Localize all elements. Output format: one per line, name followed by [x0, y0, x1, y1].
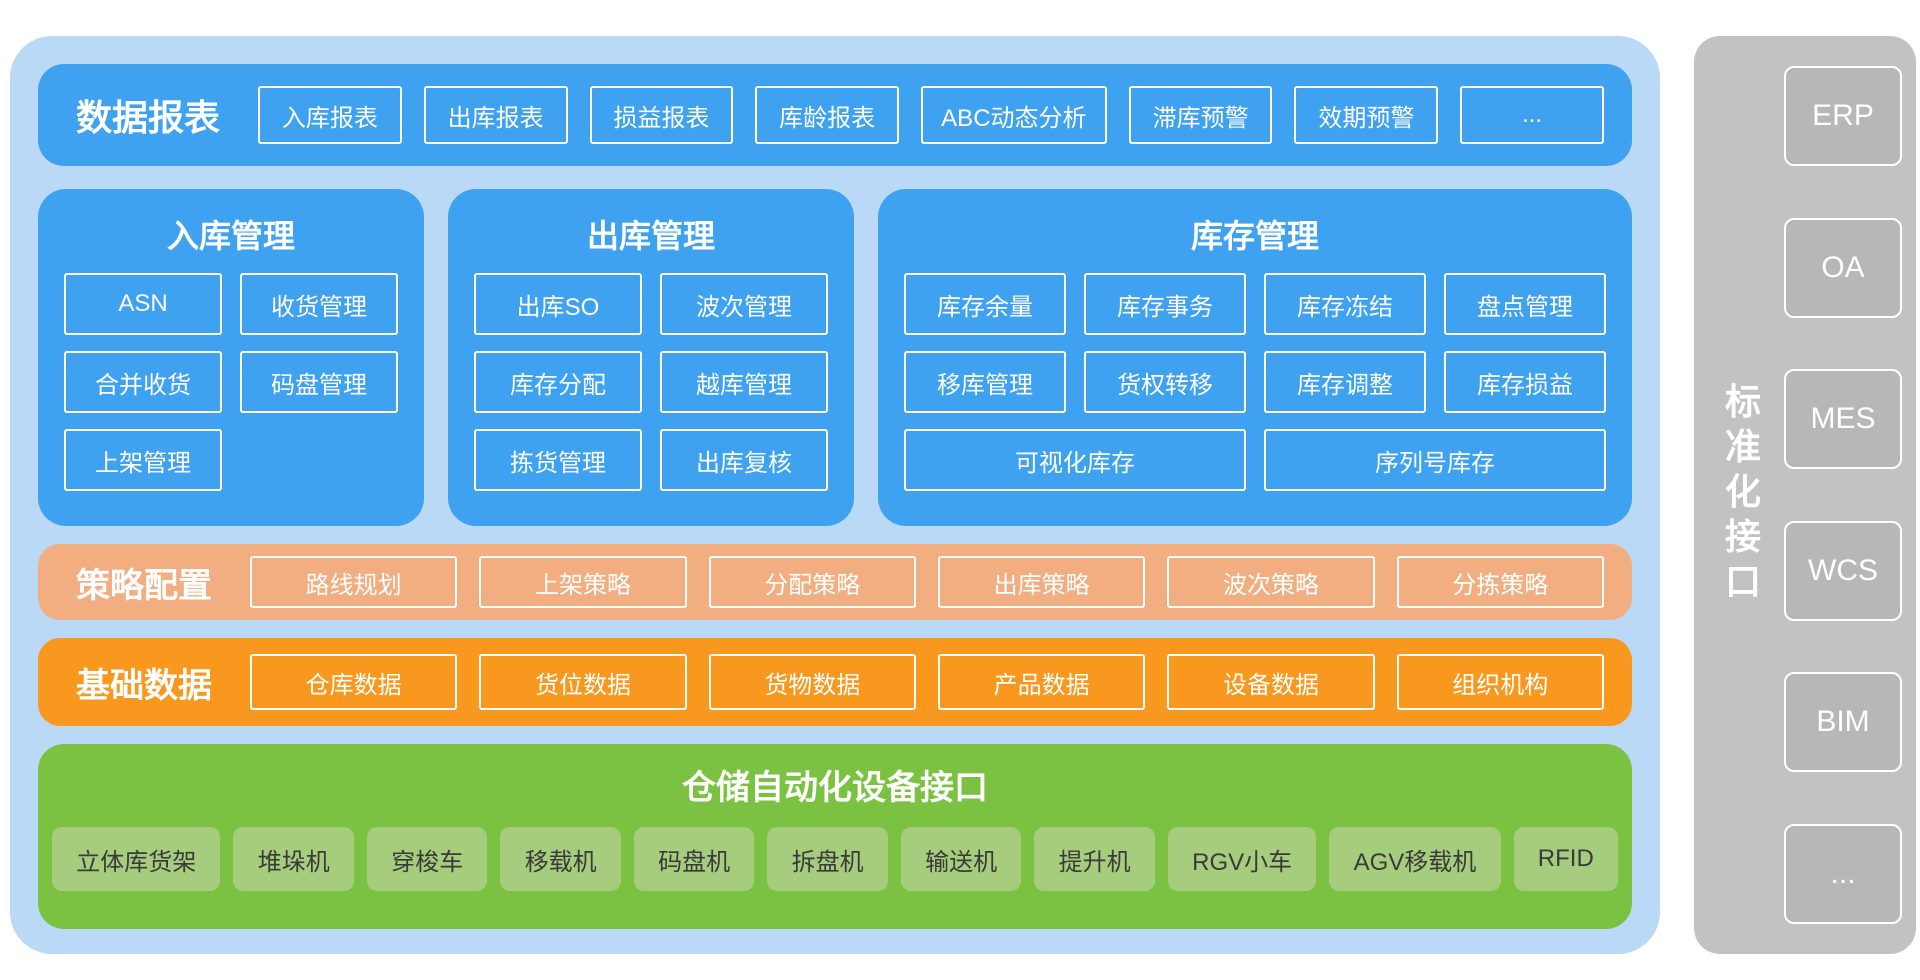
device-item-rgv[interactable]: RGV小车	[1167, 827, 1317, 891]
report-item-abc-analysis[interactable]: ABC动态分析	[921, 86, 1107, 144]
interface-item-mes[interactable]: MES	[1784, 369, 1902, 470]
data-report-bar: 数据报表 入库报表 出库报表 损益报表 库龄报表 ABC动态分析 滞库预警 效期…	[38, 64, 1632, 166]
outbound-item-wave[interactable]: 波次管理	[660, 273, 828, 335]
device-item-shuttle[interactable]: 穿梭车	[366, 827, 488, 891]
strategy-item-wave[interactable]: 波次策略	[1167, 556, 1375, 608]
inventory-item-serial-inventory[interactable]: 序列号库存	[1264, 429, 1606, 491]
device-item-stacker[interactable]: 堆垛机	[233, 827, 354, 891]
report-item-more[interactable]: ...	[1460, 86, 1604, 144]
report-item-stock-age[interactable]: 库龄报表	[755, 86, 900, 144]
strategy-item-outbound[interactable]: 出库策略	[937, 556, 1146, 608]
interface-item-oa[interactable]: OA	[1784, 217, 1902, 318]
base-item-equipment[interactable]: 设备数据	[1167, 654, 1375, 710]
device-item-rfid[interactable]: RFID	[1513, 827, 1619, 891]
inventory-item-relocation[interactable]: 移库管理	[904, 351, 1066, 413]
base-item-warehouse[interactable]: 仓库数据	[250, 654, 458, 710]
outbound-management-panel: 出库管理 出库SO 波次管理 库存分配 越库管理 拣货管理 出库复核	[448, 189, 854, 526]
inbound-item-palletizing[interactable]: 码盘管理	[240, 351, 398, 413]
strategy-item-sorting[interactable]: 分拣策略	[1396, 556, 1604, 608]
strategy-item-allocation[interactable]: 分配策略	[708, 556, 916, 608]
outbound-panel-title: 出库管理	[586, 218, 715, 254]
inventory-item-transaction[interactable]: 库存事务	[1084, 273, 1246, 335]
inventory-panel-grid: 库存余量 库存事务 库存冻结 盘点管理 移库管理 货权转移 库存调整 库存损益 …	[878, 257, 1632, 491]
inventory-item-ownership-transfer[interactable]: 货权转移	[1084, 351, 1246, 413]
outbound-item-picking[interactable]: 拣货管理	[474, 429, 642, 491]
device-item-agv[interactable]: AGV移载机	[1329, 827, 1501, 891]
strategy-item-route-planning[interactable]: 路线规划	[250, 556, 458, 608]
inbound-item-putaway[interactable]: 上架管理	[64, 429, 222, 491]
interface-item-wcs[interactable]: WCS	[1784, 520, 1902, 621]
report-item-outbound[interactable]: 出库报表	[423, 86, 568, 144]
inbound-management-panel: 入库管理 ASN 收货管理 合并收货 码盘管理 上架管理	[38, 189, 424, 526]
inventory-item-visual-inventory[interactable]: 可视化库存	[904, 429, 1246, 491]
automation-interface-section: 仓储自动化设备接口 立体库货架 堆垛机 穿梭车 移载机 码盘机 拆盘机 输送机 …	[38, 744, 1632, 929]
inbound-item-asn[interactable]: ASN	[64, 273, 222, 335]
device-item-conveyor[interactable]: 输送机	[900, 827, 1022, 891]
strategy-config-label: 策略配置	[76, 566, 212, 605]
outbound-item-so[interactable]: 出库SO	[474, 273, 642, 335]
inventory-item-freeze[interactable]: 库存冻结	[1264, 273, 1426, 335]
data-report-label: 数据报表	[76, 97, 221, 138]
inventory-item-stocktake[interactable]: 盘点管理	[1444, 273, 1606, 335]
base-item-organization[interactable]: 组织机构	[1396, 654, 1604, 710]
outbound-item-cross-dock[interactable]: 越库管理	[660, 351, 828, 413]
device-item-stereo-rack[interactable]: 立体库货架	[52, 827, 221, 891]
inbound-item-merge-receiving[interactable]: 合并收货	[64, 351, 222, 413]
base-data-bar: 基础数据 仓库数据 货位数据 货物数据 产品数据 设备数据 组织机构	[38, 638, 1632, 726]
strategy-item-putaway[interactable]: 上架策略	[479, 556, 687, 608]
report-item-inbound[interactable]: 入库报表	[258, 86, 402, 144]
inbound-panel-grid: ASN 收货管理 合并收货 码盘管理 上架管理	[38, 257, 424, 491]
base-item-location[interactable]: 货位数据	[479, 654, 687, 710]
interface-item-more[interactable]: ...	[1784, 823, 1902, 924]
report-item-stagnant-alert[interactable]: 滞库预警	[1128, 86, 1273, 144]
standard-interface-list: ERP OA MES WCS BIM ...	[1784, 66, 1902, 924]
inventory-management-panel: 库存管理 库存余量 库存事务 库存冻结 盘点管理 移库管理 货权转移 库存调整 …	[878, 189, 1632, 526]
inbound-panel-title: 入库管理	[166, 218, 295, 254]
outbound-item-allocation[interactable]: 库存分配	[474, 351, 642, 413]
automation-interface-title: 仓储自动化设备接口	[682, 769, 988, 807]
inventory-item-profit-loss[interactable]: 库存损益	[1444, 351, 1606, 413]
inventory-item-adjustment[interactable]: 库存调整	[1264, 351, 1426, 413]
strategy-config-bar: 策略配置 路线规划 上架策略 分配策略 出库策略 波次策略 分拣策略	[38, 544, 1632, 620]
interface-item-bim[interactable]: BIM	[1784, 672, 1902, 773]
inventory-item-balance[interactable]: 库存余量	[904, 273, 1066, 335]
interface-item-erp[interactable]: ERP	[1784, 66, 1902, 166]
report-item-profit-loss[interactable]: 损益报表	[589, 86, 734, 144]
inventory-panel-title: 库存管理	[1190, 218, 1319, 254]
base-item-goods[interactable]: 货物数据	[708, 654, 916, 710]
device-item-transfer[interactable]: 移载机	[500, 827, 621, 891]
device-item-palletizer[interactable]: 码盘机	[633, 827, 755, 891]
base-item-product[interactable]: 产品数据	[937, 654, 1146, 710]
device-row: 立体库货架 堆垛机 穿梭车 移载机 码盘机 拆盘机 输送机 提升机 RGV小车 …	[38, 809, 1632, 891]
base-data-label: 基础数据	[76, 666, 212, 705]
inbound-item-receiving[interactable]: 收货管理	[240, 273, 398, 335]
report-item-expiry-alert[interactable]: 效期预警	[1294, 86, 1439, 144]
standard-interface-label: 标准化接口	[1720, 382, 1761, 608]
outbound-item-recheck[interactable]: 出库复核	[660, 429, 828, 491]
standard-interface-sidebar: 标准化接口 ERP OA MES WCS BIM ...	[1694, 36, 1916, 954]
outbound-panel-grid: 出库SO 波次管理 库存分配 越库管理 拣货管理 出库复核	[448, 257, 854, 491]
device-item-depalletizer[interactable]: 拆盘机	[767, 827, 888, 891]
wms-architecture-diagram: 数据报表 入库报表 出库报表 损益报表 库龄报表 ABC动态分析 滞库预警 效期…	[10, 36, 1660, 954]
device-item-hoist[interactable]: 提升机	[1034, 827, 1155, 891]
